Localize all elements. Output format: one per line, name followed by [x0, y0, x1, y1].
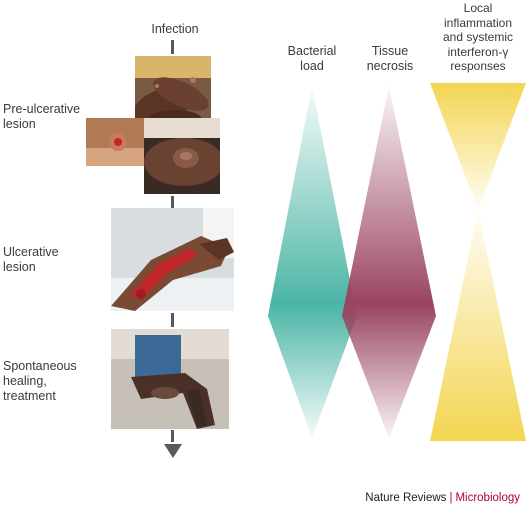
bacterial-load-shape: [268, 86, 357, 438]
inflammation-top-shape: [430, 83, 526, 210]
credit-publisher: Nature Reviews: [365, 492, 447, 504]
label-pre-ulcerative: Pre-ulcerative lesion: [3, 102, 81, 131]
photo-pre-ulcerative-arm: [144, 118, 220, 194]
photo-healing-arm: [111, 329, 229, 429]
inflammation-bottom-shape: [430, 210, 526, 441]
timeline-arrow-icon: [164, 444, 182, 458]
journal-credit: Nature Reviews|Microbiology: [365, 492, 520, 504]
credit-separator: |: [449, 492, 453, 504]
photo-pre-ulcerative-small: [86, 118, 152, 166]
connector-infection: [171, 40, 174, 54]
tissue-necrosis-shape: [342, 86, 436, 438]
photo-ulcerative-leg: [111, 208, 234, 311]
label-ulcerative: Ulcerative lesion: [3, 245, 59, 274]
label-healing: Spontaneous healing, treatment: [3, 359, 77, 403]
label-infection: Infection: [151, 22, 199, 36]
credit-journal: Microbiology: [455, 492, 520, 504]
label-inflammation: Local inflammation and systemic interfer…: [442, 1, 514, 73]
connector-pre: [171, 196, 174, 208]
label-bacterial-load: Bacterial load: [287, 44, 337, 73]
connector-heal: [171, 430, 174, 442]
label-tissue-necrosis: Tissue necrosis: [366, 44, 414, 73]
connector-ulc: [171, 313, 174, 327]
